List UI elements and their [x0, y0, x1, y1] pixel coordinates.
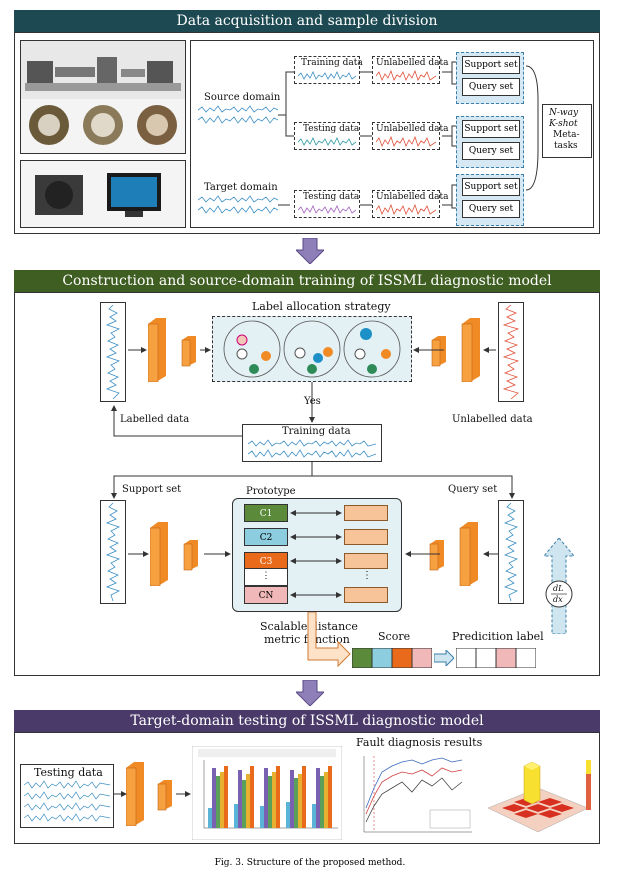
dx-label: dx: [553, 595, 563, 604]
gearbox-photo: [35, 173, 161, 217]
prototype-double-arrows: [290, 510, 342, 598]
testing-data-box-1: [294, 122, 360, 150]
test-rig-photo-frame: [20, 40, 186, 154]
n-way-label: N-way: [549, 108, 579, 118]
k-shot-label: K-shot: [549, 119, 578, 129]
support-set-box-3: Support set: [462, 178, 520, 196]
clusters-illustration: [223, 320, 401, 378]
testing-signal-2: [298, 205, 356, 214]
tasks-label: tasks: [554, 141, 578, 151]
support-set-box-1: Support set: [462, 56, 520, 74]
down-arrow-1: [296, 238, 324, 264]
score-to-label-arrow: [434, 650, 454, 666]
unlabelled-data-label-1: Unlabelled data: [376, 58, 449, 68]
support-set-label-main: Support set: [122, 484, 182, 495]
section2-header: Construction and source-domain training …: [14, 270, 600, 292]
feature-3: [344, 553, 388, 569]
cnn-right-mid: [429, 522, 478, 586]
section1-header: Data acquisition and sample division: [14, 10, 600, 32]
score-label: Score: [378, 630, 411, 643]
results-line-chart: [352, 752, 476, 842]
unlabelled-signal-2: [376, 136, 436, 147]
query-set-label-main: Query set: [448, 484, 498, 495]
training-signal: [298, 71, 356, 80]
training-main-signal: [248, 439, 376, 458]
prototype-c2: C2: [244, 528, 288, 546]
down-arrow-2: [296, 680, 324, 706]
support-set-box-2: Support set: [462, 120, 520, 138]
labelled-data-label: Labelled data: [120, 414, 190, 425]
query-set-box-3: Query set: [462, 200, 520, 218]
section1-connectors: [278, 61, 539, 209]
gearbox-photo-frame: [20, 160, 186, 228]
score-bar: [352, 648, 432, 668]
cnn-right-top: [431, 318, 480, 382]
source-domain-label: Source domain: [204, 92, 281, 103]
label-allocation-title: Label allocation strategy: [252, 300, 391, 313]
scalable-arrow: [307, 612, 351, 668]
meta-tasks-box: [542, 104, 592, 158]
testing-data-final-label: Testing data: [34, 766, 103, 779]
prediction-bar: [456, 648, 536, 668]
section3-connectors: [114, 791, 191, 797]
training-data-box: [294, 56, 360, 84]
testing-final-signals: [24, 780, 110, 822]
unlabelled-signal-3: [376, 204, 436, 215]
results-3d-heatmap: [487, 760, 591, 833]
unlabelled-data-label-2: Unlabelled data: [376, 124, 449, 134]
query-set-box-1: Query set: [462, 78, 520, 96]
feature-1: [344, 505, 388, 521]
query-vertical-signal: [503, 503, 519, 601]
test-rig-photo: [21, 41, 185, 145]
testing-data-box-2: [294, 190, 360, 218]
section2-panel: [14, 292, 600, 676]
training-split-connectors: [111, 462, 515, 499]
testing-signal-1: [298, 137, 356, 146]
figure-caption: Fig. 3. Structure of the proposed method…: [214, 858, 406, 868]
prototype-cn: CN: [244, 586, 288, 604]
query-set-box-2: Query set: [462, 142, 520, 160]
results-bar-chart: [192, 746, 342, 840]
section3-panel: [14, 732, 600, 844]
section3-header: Target-domain testing of ISSML diagnosti…: [14, 710, 600, 732]
cnn-left-top: [148, 318, 196, 382]
yes-label: Yes: [304, 396, 321, 407]
training-data-label: Training data: [301, 58, 363, 68]
labelled-vertical-signal: [105, 305, 121, 399]
unlabelled-signal-1: [376, 70, 436, 81]
gradient-arrow: [544, 538, 574, 634]
unlabelled-vertical-signal: [502, 305, 520, 399]
prototype-cdots: ⋮: [244, 568, 288, 586]
target-signal: [198, 195, 278, 214]
cnn-final: [126, 762, 172, 826]
section1-panel: [14, 32, 600, 234]
source-signal: [198, 105, 278, 124]
prototype-c1: C1: [244, 504, 288, 522]
feature-n: [344, 587, 388, 603]
scalable-label-2: metric function: [264, 633, 350, 646]
meta-label: Meta-: [553, 130, 580, 140]
feature-dots: ⋮: [362, 570, 372, 581]
training-data-main-label: Training data: [282, 426, 351, 437]
prediction-label-title: Predicition label: [452, 630, 544, 643]
unlabelled-data-label-main: Unlabelled data: [452, 414, 533, 425]
target-domain-label: Target domain: [204, 182, 278, 193]
testing-data-label-1: Testing data: [303, 124, 360, 134]
section2-mid-connectors: [128, 551, 498, 557]
unlabelled-data-label-3: Unlabelled data: [376, 192, 449, 202]
testing-data-label-2: Testing data: [303, 192, 360, 202]
cnn-left-mid: [150, 522, 198, 586]
fault-results-title: Fault diagnosis results: [356, 736, 483, 749]
support-vertical-signal: [105, 503, 121, 601]
prototype-label: Prototype: [246, 486, 296, 497]
feature-2: [344, 529, 388, 545]
dl-label: dL: [553, 584, 564, 593]
